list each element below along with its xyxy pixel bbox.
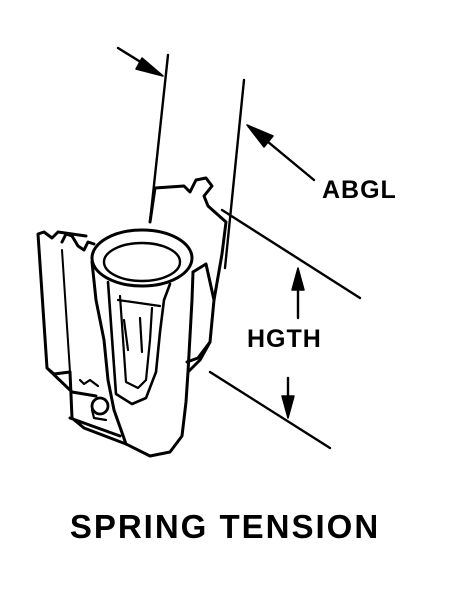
clip-slot xyxy=(106,280,172,406)
clip-body-outline xyxy=(90,260,195,458)
hgth-extension-line-bottom xyxy=(208,370,332,450)
clip-foot xyxy=(68,370,128,446)
left-wing-tab xyxy=(60,232,96,252)
right-wing-plate xyxy=(148,176,228,364)
clip-top-rim xyxy=(90,228,194,288)
abgl-arrow-left xyxy=(116,46,164,77)
hgth-arrow-bottom xyxy=(281,376,295,419)
clip-rivet xyxy=(90,396,110,416)
abgl-arrow-right xyxy=(246,124,316,182)
left-wing-inner-edge xyxy=(61,249,71,373)
hgth-extension-lines xyxy=(208,208,362,450)
clip-inner-rim xyxy=(102,241,182,283)
abgl-extension-lines xyxy=(148,53,246,270)
clip-rivet-shadow xyxy=(90,408,108,422)
hgth-label: HGTH xyxy=(247,325,322,353)
clip-slot-cut xyxy=(116,298,162,354)
clip-right-fin xyxy=(186,262,216,374)
abgl-label: ABGL xyxy=(322,176,397,204)
diagram-caption: SPRING TENSION xyxy=(69,508,381,545)
hgth-extension-line-top xyxy=(220,208,362,300)
clip-slot-inner xyxy=(118,294,154,390)
clip-foot-detail xyxy=(78,378,100,388)
hgth-arrow-top xyxy=(291,267,305,320)
abgl-extension-line-right xyxy=(223,78,246,270)
spring-clip-part xyxy=(36,176,228,458)
